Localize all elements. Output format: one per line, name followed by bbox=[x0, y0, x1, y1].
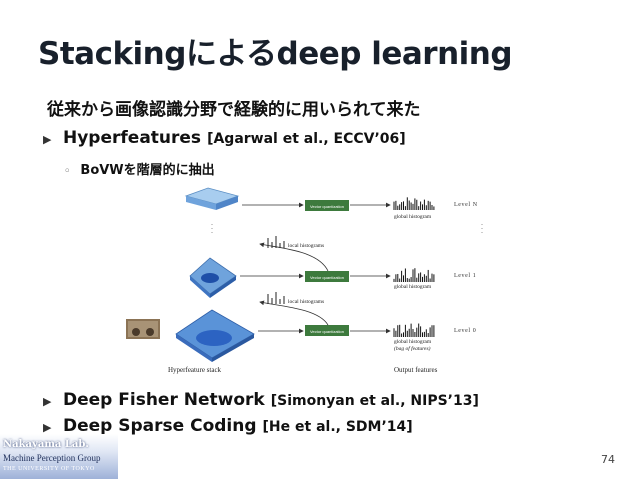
logo-line-3: THE UNIVERSITY OF TOKYO bbox=[3, 466, 95, 472]
local-histogram-lower: local histograms bbox=[267, 292, 324, 305]
hyperfeature-figure: Vector quantization Vector quantization … bbox=[118, 186, 498, 378]
svg-text:Vector quantization: Vector quantization bbox=[310, 329, 344, 334]
output-features-caption: Output features bbox=[394, 366, 438, 374]
vq-box-level-1: Vector quantization bbox=[305, 271, 349, 282]
global-histogram-level-1 bbox=[393, 268, 435, 282]
level-n-label: Level N bbox=[454, 202, 478, 208]
level-0-label: Level 0 bbox=[454, 328, 476, 334]
bullet-ref: [Agarwal et al., ECCV’06] bbox=[207, 131, 406, 147]
svg-text:local histograms: local histograms bbox=[288, 243, 324, 249]
global-histogram-label: global histogram bbox=[394, 339, 432, 345]
bullet-main: Deep Sparse Coding bbox=[63, 416, 257, 436]
page-number: 74 bbox=[601, 453, 615, 466]
sub-bullet-text: BoVWを階層的に抽出 bbox=[80, 163, 215, 178]
vq-box-level-n: Vector quantization bbox=[305, 200, 349, 211]
sub-bullet-marker-icon: ◦ bbox=[64, 166, 71, 177]
hyperfeature-stack-caption: Hyperfeature stack bbox=[168, 366, 222, 374]
bullet-arrow-icon: ▶ bbox=[43, 133, 52, 146]
logo-line-2: Machine Perception Group bbox=[3, 453, 101, 463]
global-histogram-level-0 bbox=[393, 323, 435, 337]
slide-title: Stackingによるdeep learning bbox=[38, 36, 513, 72]
level-1-label: Level 1 bbox=[454, 273, 476, 279]
bullet-main: Deep Fisher Network bbox=[63, 390, 265, 410]
pyramid-level-0 bbox=[175, 309, 255, 362]
intro-text: 従来から画像認識分野で経験的に用いられて来た bbox=[47, 100, 421, 120]
pyramid-level-n bbox=[184, 187, 240, 210]
svg-text:Vector quantization: Vector quantization bbox=[310, 204, 344, 209]
bullet-deep-fisher: ▶ Deep Fisher Network [Simonyan et al., … bbox=[43, 390, 479, 410]
bullet-deep-sparse: ▶ Deep Sparse Coding [He et al., SDM’14] bbox=[43, 416, 413, 436]
feedback-arrow bbox=[259, 242, 329, 272]
sub-bullet: ◦ BoVWを階層的に抽出 bbox=[64, 159, 215, 178]
global-histogram-level-n bbox=[393, 197, 435, 210]
pyramid-level-1 bbox=[189, 257, 237, 298]
local-histogram-upper: local histograms bbox=[267, 236, 324, 249]
svg-text:Vector quantization: Vector quantization bbox=[310, 275, 344, 280]
lab-logo: Nakayama Lab. Machine Perception Group T… bbox=[0, 434, 118, 479]
bullet-arrow-icon: ▶ bbox=[43, 395, 52, 408]
global-histogram-label: global histogram bbox=[394, 284, 432, 290]
bullet-main: Hyperfeatures bbox=[63, 128, 202, 148]
bullet-hyperfeatures: ▶ Hyperfeatures [Agarwal et al., ECCV’06… bbox=[43, 128, 406, 148]
bullet-ref: [Simonyan et al., NIPS’13] bbox=[270, 393, 479, 409]
logo-line-1: Nakayama Lab. bbox=[3, 439, 89, 450]
vq-box-level-0: Vector quantization bbox=[305, 325, 349, 336]
bullet-arrow-icon: ▶ bbox=[43, 421, 52, 434]
input-photo bbox=[126, 319, 160, 339]
svg-text:local histograms: local histograms bbox=[288, 299, 324, 305]
bag-of-features-label: (bag of features) bbox=[394, 345, 431, 352]
bullet-ref: [He et al., SDM’14] bbox=[262, 419, 413, 435]
global-histogram-label: global histogram bbox=[394, 214, 432, 220]
feedback-arrow bbox=[259, 300, 329, 326]
